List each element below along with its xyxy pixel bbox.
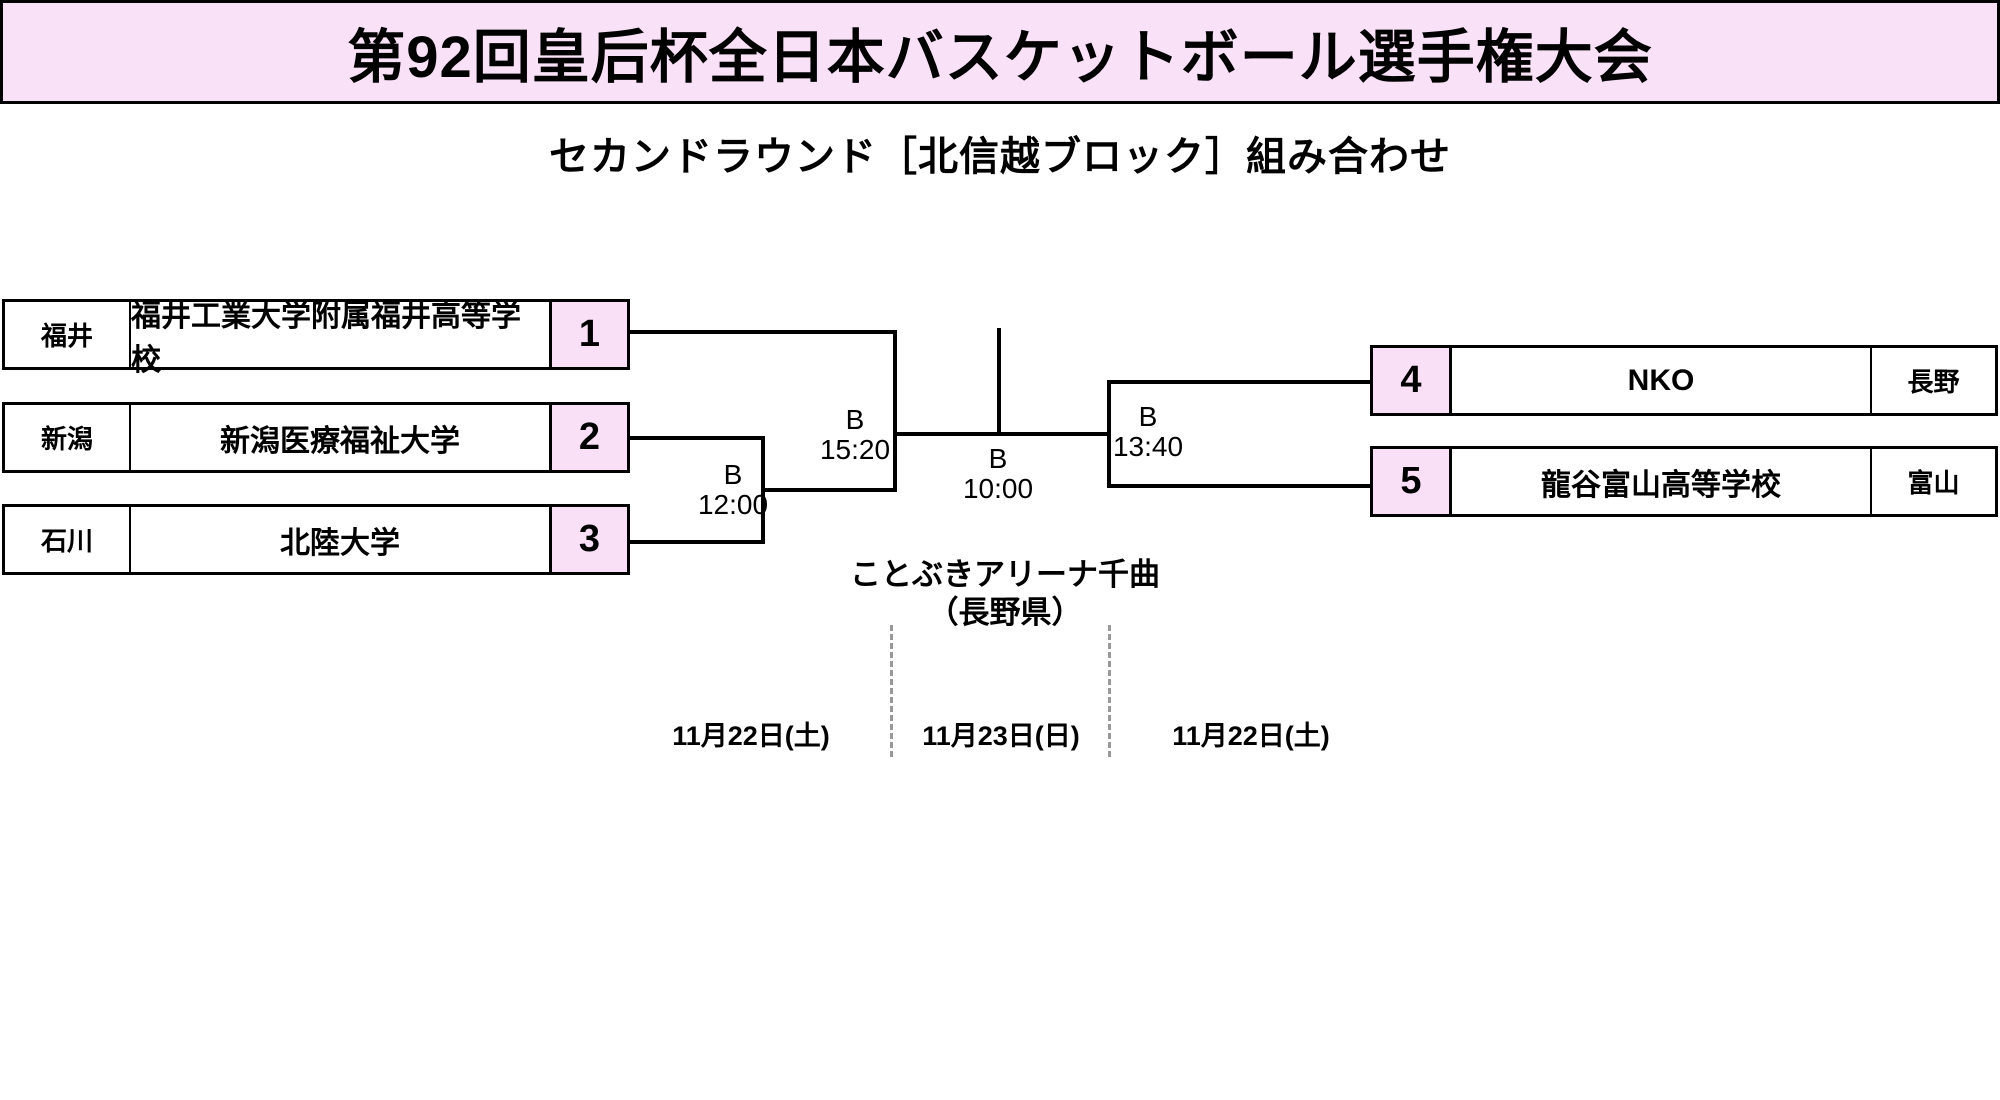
team-box-1: 福井 福井工業大学附属福井高等学校 1 bbox=[2, 299, 630, 377]
match-label-left-semi: B 15:20 bbox=[775, 405, 935, 465]
team-name: 福井工業大学附属福井高等学校 bbox=[131, 299, 521, 377]
bracket-connector-2v3-winner bbox=[761, 488, 897, 492]
date-label-left: 11月22日(土) bbox=[672, 721, 830, 751]
match-time: 15:20 bbox=[819, 434, 891, 465]
bracket-connector-team5 bbox=[1109, 484, 1370, 488]
seed-number: 5 bbox=[1373, 449, 1452, 514]
match-court: B bbox=[845, 404, 865, 435]
team-name: 新潟医療福祉大学 bbox=[220, 424, 460, 458]
prefecture-label: 富山 bbox=[1870, 449, 1995, 514]
venue: ことぶきアリーナ千曲 （長野県） bbox=[800, 556, 1210, 632]
bracket-connector-final bbox=[893, 432, 1111, 436]
match-court: B bbox=[988, 443, 1008, 474]
team-box-5: 5 龍谷富山高等学校 富山 bbox=[1370, 446, 1998, 517]
bracket-connector-team4 bbox=[1109, 380, 1370, 384]
prefecture-label: 新潟 bbox=[5, 405, 131, 470]
tournament-title: 第92回皇后杯全日本バスケットボール選手権大会 bbox=[347, 25, 1653, 90]
match-court: B bbox=[1138, 401, 1158, 432]
date-label-center: 11月23日(日) bbox=[922, 721, 1080, 751]
team-box-4: 4 NKO 長野 bbox=[1370, 345, 1998, 416]
match-time: 13:40 bbox=[1112, 431, 1184, 462]
seed-number: 3 bbox=[549, 507, 627, 572]
seed-number: 1 bbox=[549, 302, 627, 367]
date-separator-right bbox=[1108, 625, 1111, 757]
bracket-connector-team3 bbox=[630, 540, 765, 544]
prefecture-label: 長野 bbox=[1870, 348, 1995, 413]
seed-number: 4 bbox=[1373, 348, 1452, 413]
round-subtitle: セカンドラウンド［北信越ブロック］組み合わせ bbox=[549, 135, 1451, 179]
match-time: 10:00 bbox=[962, 473, 1034, 504]
team-name: 北陸大学 bbox=[280, 526, 400, 560]
venue-prefecture: （長野県） bbox=[927, 595, 1083, 630]
seed-number: 2 bbox=[549, 405, 627, 470]
match-label-left-first: B 12:00 bbox=[653, 460, 813, 520]
team-box-2: 新潟 新潟医療福祉大学 2 bbox=[2, 402, 630, 473]
match-label-right-semi: B 13:40 bbox=[1068, 402, 1228, 462]
bracket-connector-team1 bbox=[630, 330, 897, 334]
team-box-3: 石川 北陸大学 3 bbox=[2, 504, 630, 575]
team-name: 龍谷富山高等学校 bbox=[1541, 468, 1781, 502]
match-label-final: B 10:00 bbox=[918, 444, 1078, 504]
prefecture-label: 石川 bbox=[5, 507, 131, 572]
venue-name: ことぶきアリーナ千曲 bbox=[850, 557, 1160, 592]
team-name: NKO bbox=[1627, 363, 1695, 397]
bracket-connector-champion-stub bbox=[997, 328, 1001, 436]
bracket-connector-left-semi-vertical bbox=[893, 330, 897, 492]
bracket-connector-4v5-vertical bbox=[1107, 380, 1111, 488]
date-label-right: 11月22日(土) bbox=[1172, 721, 1330, 751]
match-court: B bbox=[723, 459, 743, 490]
match-time: 12:00 bbox=[697, 489, 769, 520]
prefecture-label: 福井 bbox=[5, 302, 131, 367]
bracket-connector-team2 bbox=[630, 436, 765, 440]
tournament-title-bar: 第92回皇后杯全日本バスケットボール選手権大会 bbox=[0, 0, 2000, 104]
date-separator-left bbox=[890, 625, 893, 757]
